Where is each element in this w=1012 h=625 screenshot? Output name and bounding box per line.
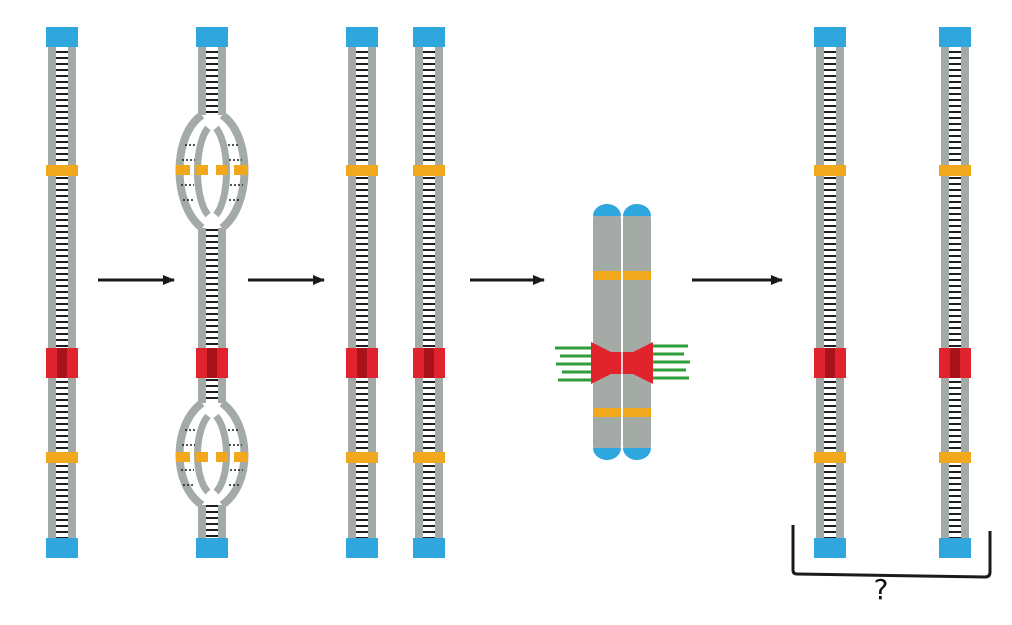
kinetochore-left — [591, 342, 611, 384]
telomere-top — [346, 27, 378, 47]
condensed-chromosome — [555, 204, 690, 460]
gene-band-lower — [346, 452, 378, 463]
gene-band-upper — [413, 165, 445, 176]
dna-sister-left — [346, 27, 378, 558]
telomere-bottom — [46, 538, 78, 558]
gene-band-upper — [346, 165, 378, 176]
gene-band-lower — [939, 452, 971, 463]
kinetochore-right — [633, 342, 653, 384]
gene-band-upper — [939, 165, 971, 176]
dna-rungs — [56, 45, 68, 539]
gene-band-upper — [814, 165, 846, 176]
replication-bubble-upper — [175, 111, 249, 232]
dna-rungs — [824, 45, 836, 539]
dna-strand-1 — [46, 27, 78, 558]
dna-rungs — [206, 505, 218, 537]
gene-band-upper — [46, 165, 78, 176]
chromatid-right — [623, 204, 651, 460]
gene-band-lower — [46, 452, 78, 463]
telomere-bottom — [814, 538, 846, 558]
telomere-top — [196, 27, 228, 47]
chromatid-left — [593, 204, 621, 460]
telomere-top — [46, 27, 78, 47]
grouping-bracket — [791, 525, 992, 579]
gene-band-lower — [413, 452, 445, 463]
dna-sister-right — [413, 27, 445, 558]
telomere-top — [413, 27, 445, 47]
dna-replicating — [175, 27, 249, 558]
telomere-bottom — [346, 538, 378, 558]
telomere-top — [939, 27, 971, 47]
dna-rungs — [356, 45, 368, 539]
telomere-bottom — [413, 538, 445, 558]
separated-chromatid-right — [939, 27, 971, 558]
gene-band-lower — [814, 452, 846, 463]
telomere-top — [814, 27, 846, 47]
telomere-bottom — [939, 538, 971, 558]
telomere-bottom — [196, 538, 228, 558]
dna-rungs — [949, 45, 961, 539]
replication-bubble-lower — [175, 399, 249, 509]
dna-rungs — [423, 45, 435, 539]
separated-chromatid-left — [814, 27, 846, 558]
question-mark-label: ? — [873, 573, 889, 606]
dna-rungs — [206, 45, 218, 113]
